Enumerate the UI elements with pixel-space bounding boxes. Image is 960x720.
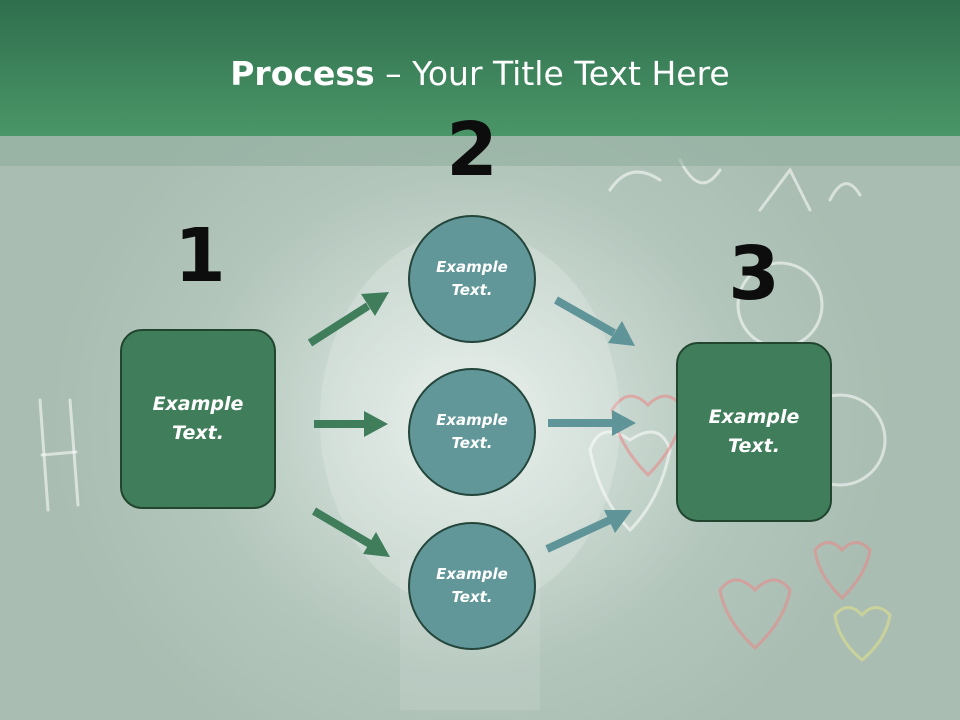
left-process-box: Example Text. <box>120 329 276 509</box>
arrow-right-top-head <box>608 321 635 346</box>
circle-top-text: Example Text. <box>436 256 508 302</box>
header-band <box>0 136 960 166</box>
right-box-line-1: Example <box>708 406 800 428</box>
circle-top-line-2: Text. <box>451 281 493 299</box>
step-number-1: 1 <box>174 213 226 299</box>
arrow-left-middle-head <box>364 411 388 437</box>
title-bold: Process <box>230 54 375 93</box>
step-number-2: 2 <box>446 107 498 193</box>
right-arrows <box>545 296 636 553</box>
arrow-left-bottom-shaft <box>311 507 373 548</box>
circle-bottom: Example Text. <box>408 522 536 650</box>
circle-bottom-line-2: Text. <box>451 588 493 606</box>
right-box-line-2: Text. <box>728 435 780 457</box>
circle-top: Example Text. <box>408 215 536 343</box>
left-arrows <box>307 292 390 557</box>
arrow-left-top-head <box>361 292 389 316</box>
arrow-right-bottom-head <box>604 510 632 533</box>
circle-bottom-line-1: Example <box>436 565 508 583</box>
arrow-left-bottom-head <box>363 532 390 557</box>
arrow-left-top-shaft <box>307 302 371 347</box>
circle-middle-text: Example Text. <box>436 409 508 455</box>
left-box-text: Example Text. <box>153 390 244 448</box>
circle-bottom-text: Example Text. <box>436 563 508 609</box>
right-box-text: Example Text. <box>709 403 800 461</box>
circle-middle-line-2: Text. <box>451 434 493 452</box>
step-number-3: 3 <box>728 231 780 317</box>
left-box-line-2: Text. <box>172 422 224 444</box>
right-process-box: Example Text. <box>676 342 832 522</box>
arrow-right-bottom-shaft <box>545 516 612 553</box>
circle-middle: Example Text. <box>408 368 536 496</box>
circle-top-line-1: Example <box>436 258 508 276</box>
slide-title: Process – Your Title Text Here <box>0 52 960 96</box>
arrow-right-middle-head <box>612 410 636 436</box>
left-box-line-1: Example <box>152 393 244 415</box>
circle-middle-line-1: Example <box>436 411 508 429</box>
arrow-right-top-shaft <box>554 296 616 337</box>
title-rest: – Your Title Text Here <box>374 54 730 93</box>
title-header-bar <box>0 0 960 136</box>
